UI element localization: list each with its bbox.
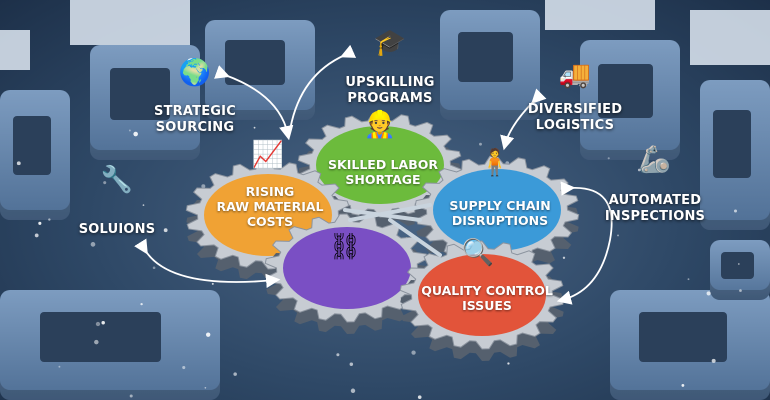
- upskilling-programs-label: UPSKILLING PROGRAMS: [345, 75, 435, 106]
- rising-costs-label: RISING RAW MATERIAL COSTS: [216, 184, 324, 229]
- particle: [607, 157, 610, 160]
- factory-machine: [700, 80, 770, 230]
- particle: [637, 168, 641, 172]
- arrow-diversified-logistics: [500, 88, 547, 151]
- particle: [182, 366, 186, 370]
- particle: [140, 302, 143, 306]
- particle: [739, 289, 742, 292]
- particle: [34, 233, 39, 238]
- factory-machine: [90, 45, 200, 160]
- particle: [48, 218, 51, 221]
- particle: [417, 395, 422, 399]
- particle: [129, 394, 133, 398]
- gear-supply-chain-disc: [433, 169, 561, 251]
- factory-machine: [0, 290, 220, 400]
- worker-wrench-icon: 👷: [363, 110, 397, 140]
- particle: [152, 266, 156, 270]
- particle: [733, 209, 737, 213]
- particle: [95, 321, 101, 327]
- factory-machine: [610, 290, 770, 400]
- particle: [411, 350, 416, 355]
- particle: [204, 386, 207, 389]
- particle: [16, 161, 21, 166]
- particle: [128, 129, 131, 132]
- arrow-strategic-sourcing: [214, 65, 294, 141]
- factory-machine: [0, 90, 70, 220]
- factory-window: [545, 0, 655, 30]
- particle: [562, 256, 566, 259]
- particle: [205, 332, 211, 337]
- particle: [163, 228, 168, 233]
- rising-arrows-dollar-icon: 📈: [251, 140, 285, 170]
- particle: [133, 131, 138, 137]
- arrow-upskilling: [289, 44, 357, 131]
- particle: [336, 353, 340, 357]
- particle: [617, 234, 619, 237]
- truck-map-icon: 🚚: [558, 60, 592, 90]
- particle: [103, 181, 107, 185]
- particle: [350, 388, 356, 393]
- particle: [479, 142, 482, 146]
- broken-chain-icon: ⛓: [328, 232, 362, 262]
- gear-broken-chain-disc: [283, 227, 411, 309]
- gear-broken-chain: [264, 213, 430, 334]
- cables: [343, 203, 442, 257]
- strategic-sourcing-label: STRATEGIC SOURCING: [154, 104, 236, 135]
- particle: [681, 384, 685, 387]
- particle: [201, 184, 206, 189]
- automated-inspections-label: AUTOMATED INSPECTIONS: [604, 193, 706, 224]
- factory-machine: [580, 40, 680, 160]
- magnifier-icon: 🔍: [461, 238, 495, 268]
- supply-chain-label: SUPPLY CHAIN DISRUPTIONS: [449, 198, 551, 228]
- diversified-logistics-label: DIVERSIFIED LOGISTICS: [527, 102, 623, 133]
- particle: [253, 126, 256, 129]
- particle: [233, 372, 237, 376]
- particle: [706, 291, 711, 296]
- skilled-labor-label: SKILLED LABOR SHORTAGE: [328, 157, 438, 187]
- particle: [507, 362, 510, 365]
- particle: [94, 339, 99, 345]
- particle: [101, 320, 105, 325]
- particle: [142, 204, 145, 206]
- particle: [38, 221, 42, 225]
- robot-arm-icon: 🦾: [638, 145, 672, 175]
- arrow-automated-inspections: [556, 181, 613, 305]
- quality-control-label: QUALITY CONTROL ISSUES: [421, 283, 553, 313]
- factory-window: [70, 0, 190, 45]
- wrench-clamp-icon: 🔧: [100, 165, 134, 195]
- particle: [349, 362, 354, 366]
- particle: [687, 278, 690, 281]
- gear-quality-control: [399, 240, 565, 361]
- solutions-label: SOLUIONS: [78, 222, 156, 237]
- gear-quality-control-disc: [418, 254, 546, 336]
- factory-window: [690, 10, 770, 65]
- factory-window: [0, 30, 30, 70]
- particle: [211, 282, 214, 285]
- graduation-cap-icon: 🎓: [373, 28, 407, 58]
- worker-tools-icon: 🧍: [478, 148, 512, 178]
- globe-icon: 🌍: [178, 58, 212, 88]
- particle: [737, 263, 740, 265]
- particle: [90, 242, 96, 247]
- particle: [58, 365, 61, 368]
- particle: [711, 358, 716, 363]
- gear-skilled-labor-disc: [316, 126, 444, 204]
- arrow-solutions: [134, 238, 281, 289]
